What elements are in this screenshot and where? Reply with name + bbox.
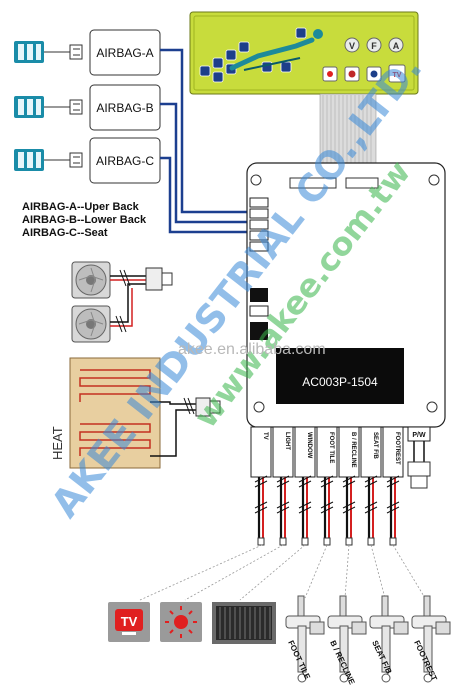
tv-screen [115,609,143,631]
port-label: SEAT F/B [372,432,378,460]
heater-pad: HEAT [50,357,161,469]
airbag-c-row: AIRBAG-C [14,137,161,184]
heater-element-top [79,369,151,402]
airbag-b-connector-icon [44,99,83,115]
port-5: SEAT F/B [360,426,382,478]
window-device [212,602,276,644]
fan-wiring [110,269,146,333]
port-label: WINDOW [306,432,312,459]
heat-label: HEAT [50,426,65,460]
heater-plug-icon [195,397,221,417]
remote-panel [189,11,419,95]
output-cable-5 [364,475,378,546]
heater-wiring [150,397,196,457]
port-6: FOOTREST [382,426,404,478]
light-device [160,602,202,642]
output-cable-4 [342,475,356,546]
airbag-b-box [89,84,161,131]
airbag-a-label: AIRBAG-A [96,46,153,60]
airbag-c-label: AIRBAG-C [96,154,154,168]
fan-ports [249,288,269,340]
airbag-a-box [89,29,161,76]
remote-button-f: F [371,41,377,51]
port-2: WINDOW [294,426,316,478]
remote-figure-icon [229,29,323,71]
fan-plug-icon [145,267,173,291]
power-port: P/W [407,426,431,489]
remote-button-a: A [393,41,400,51]
remote-button-v: V [349,41,355,51]
airbag-hoses [160,48,250,234]
output-cable-0 [254,475,268,546]
legend-line-a: AIRBAG-A--Uper Back [22,201,140,213]
output-cables [254,475,400,546]
port-label: LIGHT [284,432,290,450]
fan-1-icon [71,261,111,299]
remote-fan-icon [370,70,378,78]
controller-label-plate [276,348,404,404]
airbag-c-connector-icon [44,152,83,168]
actuator-1: B / RECLINE [327,595,367,687]
tv-device: TV [108,602,150,642]
port-4: B / RECLINE [338,426,360,478]
airbag-b-icon [14,96,44,118]
port-label: B / RECLINE [350,432,356,468]
legend-line-c: AIRBAG-C--Seat [22,227,108,239]
pointer-lines [139,544,426,601]
actuator-2: SEAT F/B [369,595,409,683]
remote-letter-buttons: V F A [344,37,404,53]
remote-heat-icon [348,70,356,78]
actuator-0: FOOT TILE [285,595,325,683]
controller-model: AC003P-1504 [302,375,378,389]
port-3: FOOT TILE [316,426,338,478]
controller-box: AC003P-1504 [246,162,446,428]
watermark-alibaba: akee.en.alibaba.com [178,341,326,358]
power-port-label: P/W [412,432,426,439]
port-1: LIGHT [272,426,294,478]
remote-light-icon [327,71,333,77]
actuator-3: FOOTREST [411,595,451,683]
heater-element-bottom [79,423,151,456]
remote-direction-buttons [199,27,307,83]
airbag-legend: AIRBAG-A--Uper Back AIRBAG-B--Lower Back… [22,201,147,239]
remote-function-buttons: TV [322,64,406,83]
airbag-a-icon [14,41,44,63]
airbag-c-icon [14,149,44,171]
fan-2-icon [71,305,111,343]
output-cable-3 [320,475,334,546]
output-cable-2 [298,475,312,546]
light-rays [165,606,197,638]
airbag-a-row: AIRBAG-A [14,29,161,76]
output-cable-6 [386,475,400,546]
output-port-labels: TV LIGHT WINDOW FOOT TILE B / RECLINE SEAT F/… [250,426,404,478]
airbag-c-box [89,137,161,184]
remote-tv-button: TV [393,72,402,79]
airbag-b-label: AIRBAG-B [96,101,153,115]
port-0: TV [250,426,272,478]
output-cable-1 [276,475,290,546]
port-label: FOOTREST [394,432,400,465]
light-icon [174,615,188,629]
airbag-b-row: AIRBAG-B [14,84,161,131]
legend-line-b: AIRBAG-B--Lower Back [22,214,147,226]
port-label: FOOT TILE [328,432,334,463]
airbag-ports [249,197,269,252]
remote-control: V F A TV [189,11,419,95]
airbag-a-connector-icon [44,44,83,60]
tv-device-label: TV [121,614,138,629]
port-label: TV [262,432,268,440]
